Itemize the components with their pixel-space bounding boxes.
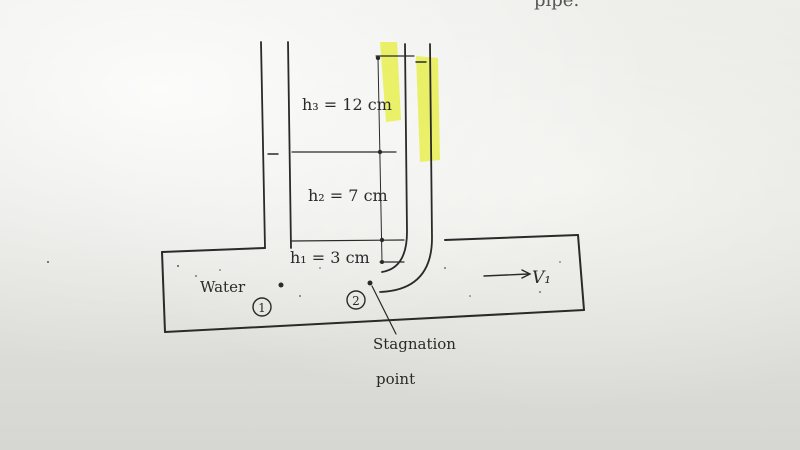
speckle <box>444 267 446 269</box>
velocity-arrow-shaft <box>483 273 529 277</box>
stagnation-label-line1: Stagnation <box>373 335 456 353</box>
pipe-bottom <box>164 309 585 333</box>
pitot-inner-wall <box>381 43 408 273</box>
markers <box>278 55 385 288</box>
speckle <box>299 295 301 297</box>
point-2-circle <box>346 290 366 310</box>
speckle <box>219 269 221 271</box>
speckle <box>539 291 541 293</box>
pipe-right-end <box>577 234 585 311</box>
dim-tick-lower <box>379 237 385 243</box>
h2-label: h₂ = 7 cm <box>308 186 388 205</box>
speckle <box>469 295 471 297</box>
speckle <box>195 275 197 277</box>
point-1-circle <box>252 297 272 317</box>
point-1-label: 1 <box>258 301 266 315</box>
point-1-marker <box>278 282 284 288</box>
level-line-lower <box>291 239 405 242</box>
water-label: Water <box>200 278 246 296</box>
highlight-mark-left <box>380 42 401 122</box>
dim-tick-top <box>375 55 381 61</box>
pipe-top-right <box>444 234 579 241</box>
stagnation-point-marker <box>367 280 373 286</box>
highlight-mark-right <box>416 56 440 162</box>
stagnation-leader-line <box>371 285 397 335</box>
piezometer-inner-wall <box>287 41 292 249</box>
pitot-outer-wall <box>379 43 433 293</box>
velocity-arrow-head <box>521 269 532 279</box>
speckle <box>319 267 321 269</box>
stagnation-label-line2: point <box>376 370 415 388</box>
pipe-left-end <box>161 251 166 333</box>
speckle <box>47 261 49 263</box>
dim-tick-bottom <box>380 260 384 264</box>
dimension-line <box>377 57 383 263</box>
pipe-top-left <box>161 247 266 253</box>
speckle <box>177 265 179 267</box>
point-2-label: 2 <box>352 294 360 308</box>
top-text-fragment: pipe. <box>534 0 580 11</box>
piezometer-outer-wall <box>260 41 266 249</box>
speckle <box>559 261 561 263</box>
h3-label: h₃ = 12 cm <box>302 95 392 114</box>
dim-tick-middle <box>377 149 383 155</box>
h1-label: h₁ = 3 cm <box>290 248 370 267</box>
highlighter-marks <box>380 42 440 162</box>
water-speckles <box>47 261 561 297</box>
velocity-label: V₁ <box>532 268 551 288</box>
